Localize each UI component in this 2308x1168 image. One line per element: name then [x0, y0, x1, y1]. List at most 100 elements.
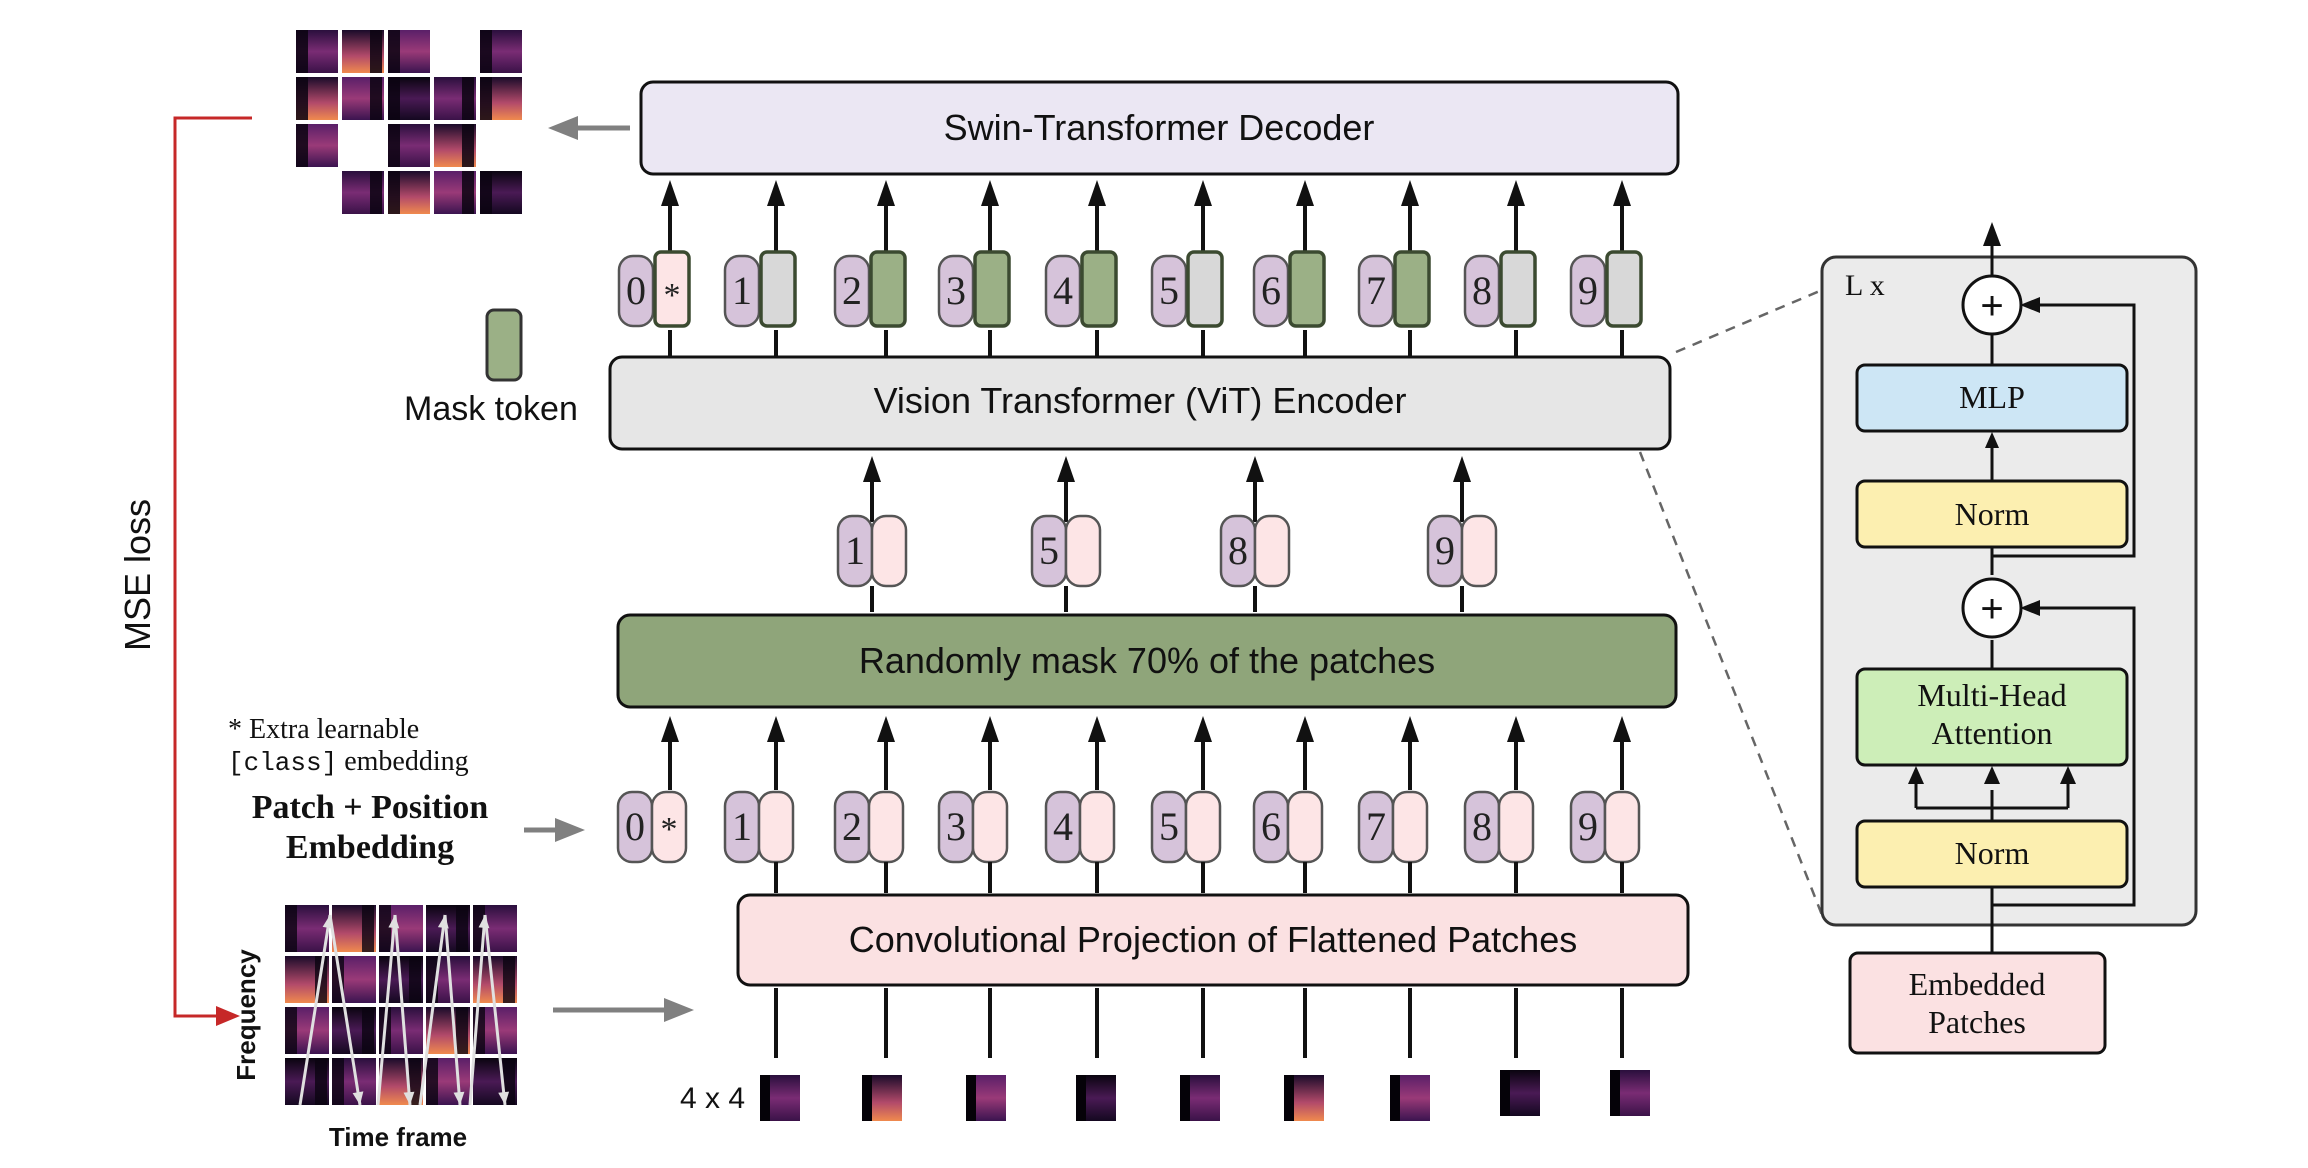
decoder-token-2: 2 [833, 250, 907, 328]
token-index: 1 [732, 804, 752, 849]
embedded-token-3: 3 [937, 790, 1009, 864]
embedded-token-8: 8 [1463, 790, 1535, 864]
reconstructed-spectrogram [296, 30, 522, 214]
mask-input-arrow-head [1194, 716, 1212, 742]
mask-input-arrow-head [767, 716, 785, 742]
patch-embedding-cell [1460, 514, 1498, 588]
mask-input-arrow-head [1613, 716, 1631, 742]
patch-order-arrow [443, 914, 462, 1106]
patch-embedding-cell [973, 250, 1011, 328]
decoder-token-0: 0 [617, 250, 691, 328]
position-embedding-cell [833, 254, 871, 328]
token-index: 3 [946, 804, 966, 849]
position-embedding-cell [1044, 254, 1082, 328]
class-token-text: [class] [228, 748, 337, 778]
embedded-token-6: 6 [1252, 790, 1324, 864]
decoder-output-arrow [548, 116, 630, 140]
embedded-token-7: 7 [1357, 790, 1429, 864]
encoder-input-arrow-head [863, 456, 881, 482]
decoder-label: Swin-Transformer Decoder [944, 107, 1375, 148]
mse-loss-bracket: MSE loss [117, 116, 252, 1026]
token-index: 7 [1366, 804, 1386, 849]
layer-repeat-label: L x [1845, 269, 1885, 302]
block-output-arrow [1983, 222, 2001, 246]
token-index: 5 [1159, 268, 1179, 313]
token-index: 1 [845, 528, 865, 573]
attention-label-line1: Multi-Head [1917, 677, 2066, 713]
mask-input-arrow-head [981, 716, 999, 742]
residual-connection-lower [1992, 606, 2136, 907]
patch-embedding-cell [1253, 514, 1291, 588]
conv-projection-box: Convolutional Projection of Flattened Pa… [736, 893, 1690, 987]
decoder-up-arrow-head [1296, 180, 1314, 206]
mlp-box [1855, 363, 2129, 433]
mask-input-arrow-head [1088, 716, 1106, 742]
class-token-symbol: * [661, 811, 678, 848]
svg-text:[class] embedding: [class] embedding [228, 746, 469, 778]
decoder-token-5: 5 [1150, 250, 1224, 328]
class-token-up-arrow-head [661, 180, 679, 206]
visible-token-8: 8 [1219, 514, 1291, 588]
patch-order-arrow [418, 914, 447, 1106]
decoder-up-arrow-head [1613, 180, 1631, 206]
decoder-up-arrow-head [1088, 180, 1106, 206]
patch-embedding-cell [757, 790, 795, 864]
embedded-token-1: 1 [723, 790, 795, 864]
patch-embedding-cell [1497, 790, 1535, 864]
embedded-token-4: 4 [1044, 790, 1116, 864]
embedded-patches-label-line1: Embedded [1909, 966, 2046, 1002]
attention-box [1855, 667, 2129, 767]
patch-order-arrow [468, 914, 487, 1106]
token-index: 9 [1578, 804, 1598, 849]
patch-position-label-line2: Embedding [286, 829, 454, 866]
zoom-line-top [1675, 288, 1823, 354]
token-index: 7 [1366, 268, 1386, 313]
patch-order-arrow [393, 914, 412, 1106]
token-index: 4 [1053, 268, 1073, 313]
embedded-patches-label-line2: Patches [1928, 1004, 2026, 1040]
patch-embedding-cell [971, 790, 1009, 864]
mask-token-label: Mask token [404, 390, 578, 428]
patch-position-label-line1: Patch + Position [252, 789, 489, 826]
residual-add-lower [1961, 577, 2023, 639]
class-mask-arrow-head [661, 716, 679, 742]
add-symbol-lower: + [1980, 587, 2003, 631]
encoder-input-arrow-head [1453, 456, 1471, 482]
visible-token-5: 5 [1030, 514, 1102, 588]
patch-embedding-cell [1186, 250, 1224, 328]
position-embedding-cell [937, 254, 975, 328]
patch-embedding-cell [1393, 250, 1431, 328]
mask-label: Randomly mask 70% of the patches [859, 640, 1435, 681]
token-index: 4 [1053, 804, 1073, 849]
patch-embedding-cell [759, 250, 797, 328]
zoom-line-bottom [1638, 451, 1824, 916]
norm-box-bottom [1855, 819, 2129, 889]
patch-embedding-cell [1080, 250, 1118, 328]
residual-add-upper [1961, 274, 2023, 336]
mask-input-arrow-head [1401, 716, 1419, 742]
frequency-axis-label: Frequency [231, 949, 261, 1081]
decoder-token-3: 3 [937, 250, 1011, 328]
decoder-token-8: 8 [1463, 250, 1537, 328]
residual-connection-upper [1992, 303, 2136, 558]
decoder-up-arrow-head [1194, 180, 1212, 206]
input-spectrogram [285, 905, 517, 1106]
mse-loss-label: MSE loss [117, 499, 158, 651]
embedded-token-2: 2 [833, 790, 905, 864]
embedding-text: embedding [337, 746, 468, 777]
token-index: 9 [1435, 528, 1455, 573]
decoder-up-arrow-head [1401, 180, 1419, 206]
decoder-up-arrow-head [981, 180, 999, 206]
token-index: 6 [1261, 804, 1281, 849]
patch-embedding-cell [1064, 514, 1102, 588]
embedded-patches-box: Embedded Patches [1848, 951, 2107, 1055]
patch-size-label: 4 x 4 [680, 1082, 745, 1115]
patch-order-arrow [298, 914, 332, 1106]
token-index: 3 [946, 268, 966, 313]
token-index: 5 [1159, 804, 1179, 849]
encoder-input-arrow-head [1246, 456, 1264, 482]
mask-token-legend: Mask token [404, 308, 578, 428]
token-index: 6 [1261, 268, 1281, 313]
mask-token-icon [485, 308, 523, 382]
